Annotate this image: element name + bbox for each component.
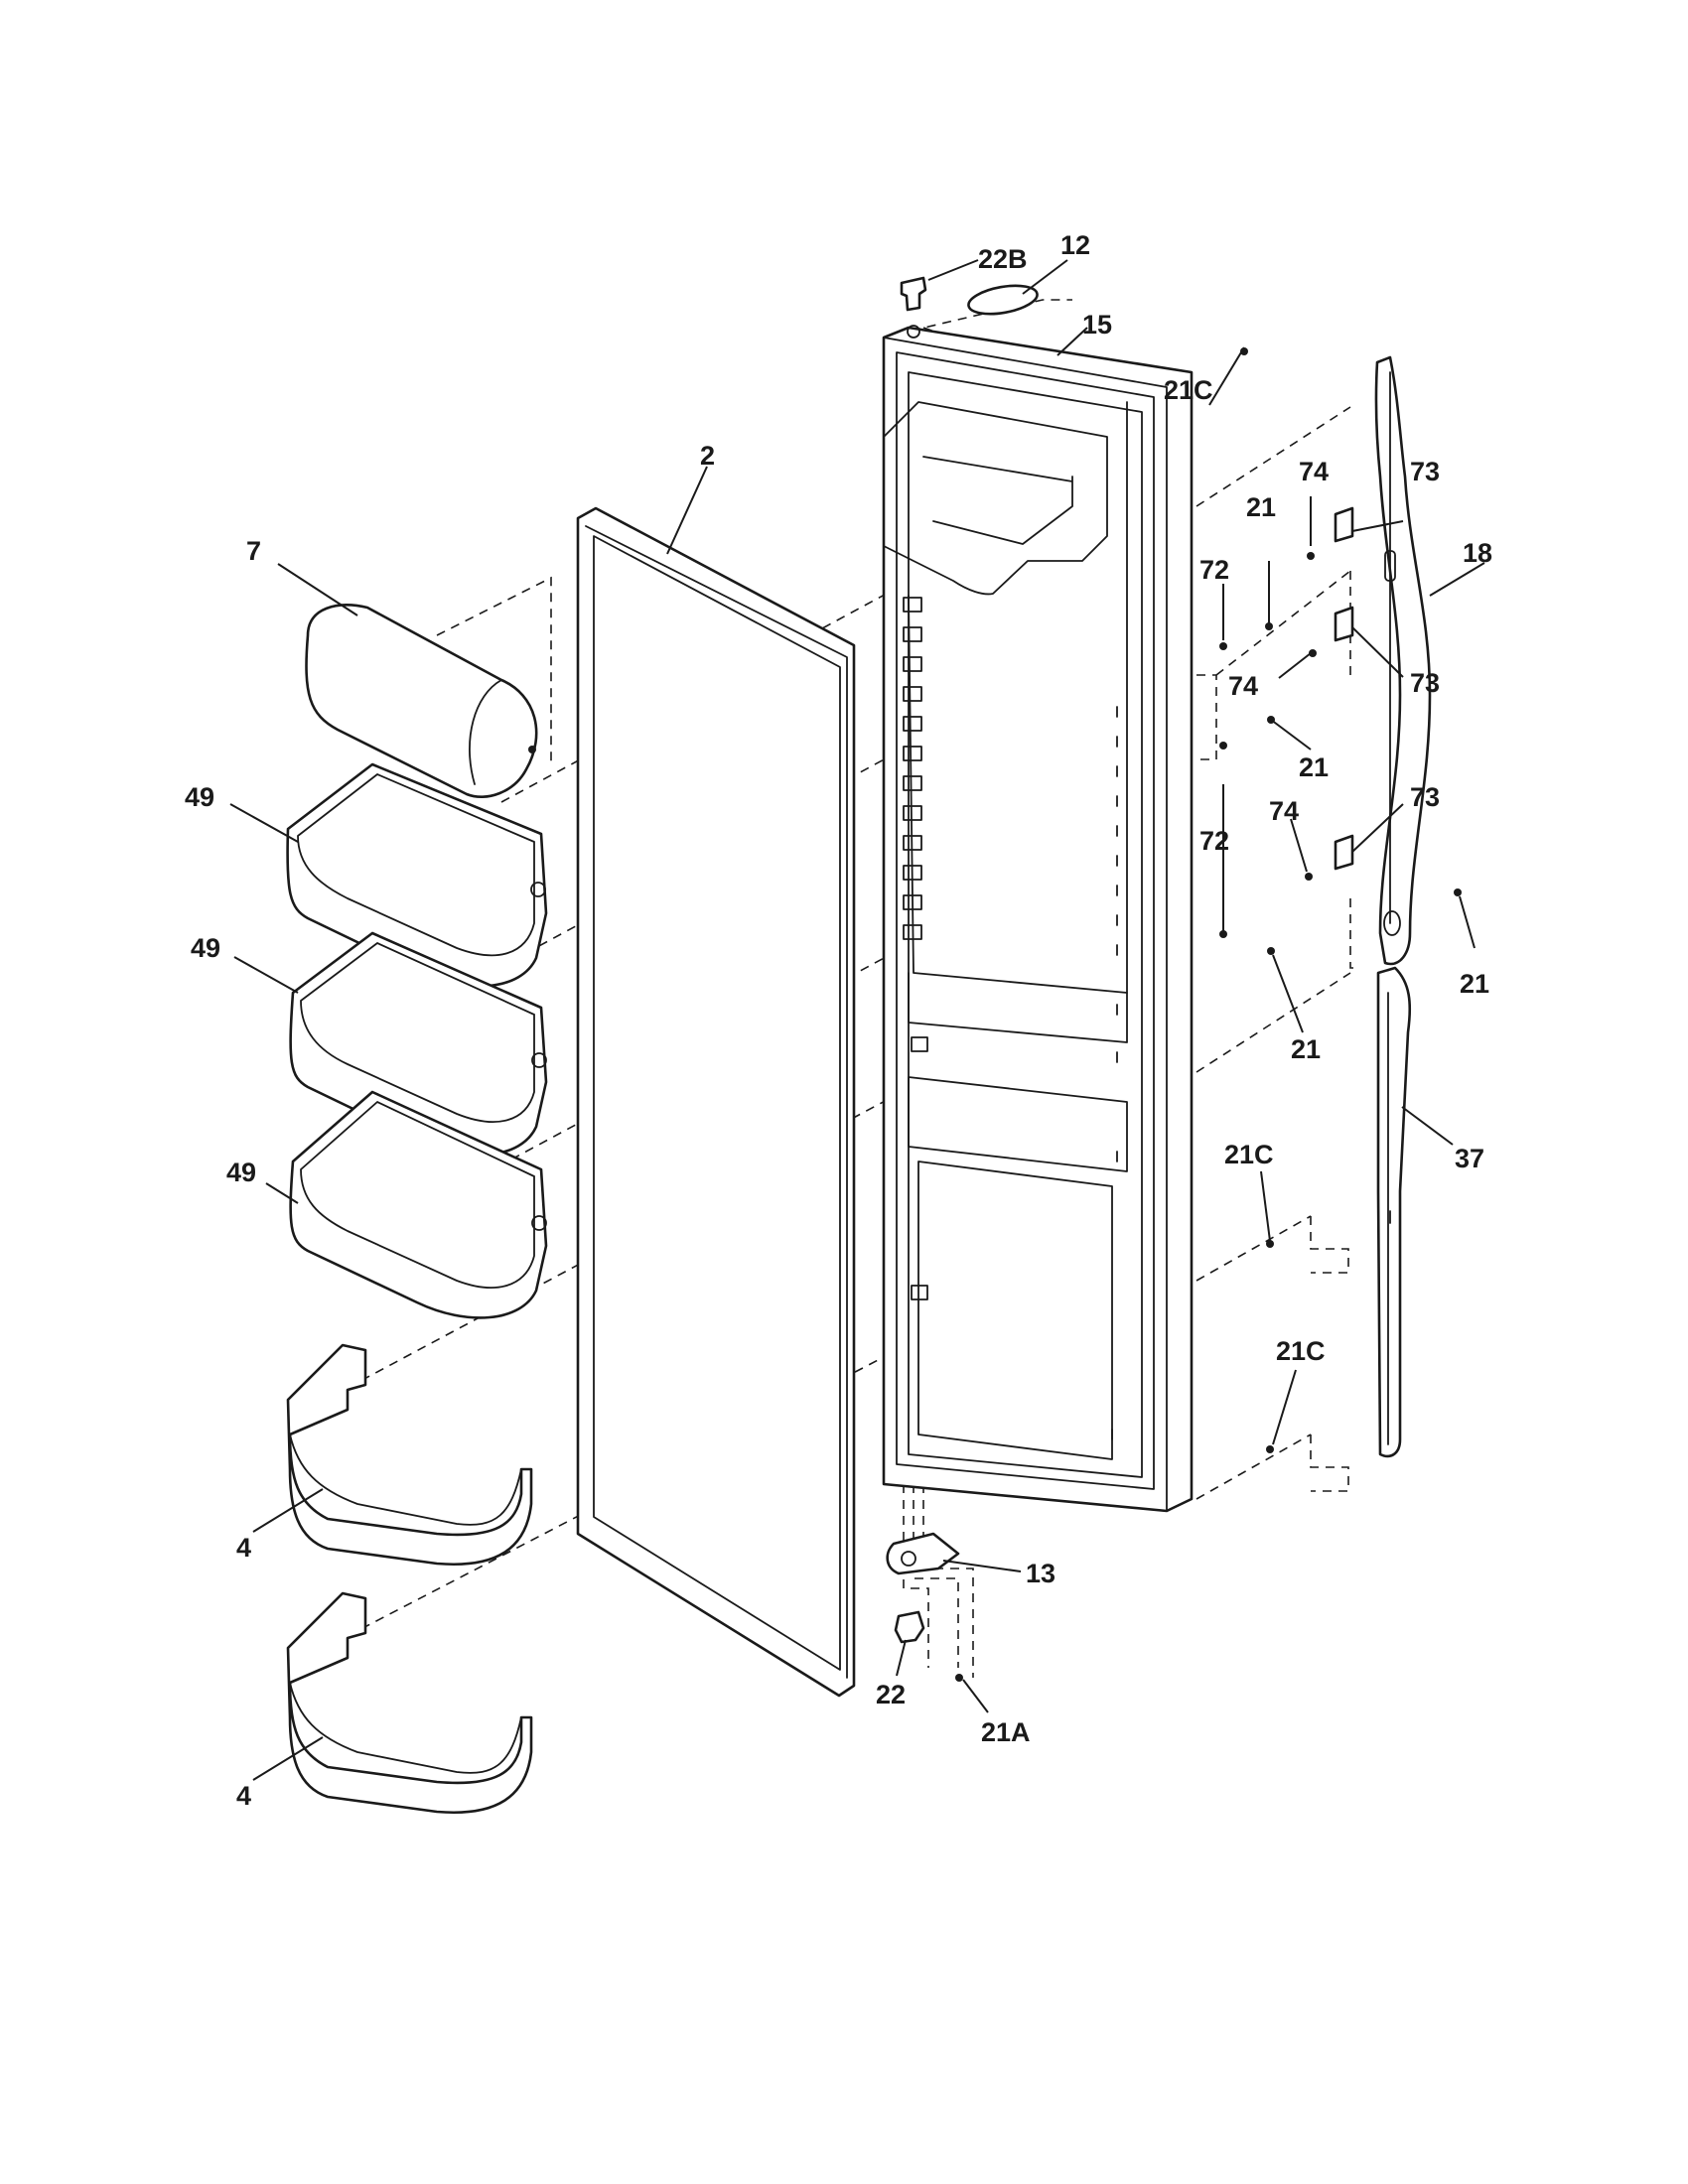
callout-49-c: 49 <box>226 1158 256 1187</box>
callout-4-b: 4 <box>236 1781 251 1811</box>
callout-74-c: 74 <box>1269 796 1299 826</box>
callout-37: 37 <box>1455 1144 1484 1173</box>
door-right-ticks <box>1111 706 1118 1440</box>
part-4-shelf-upper <box>286 1343 533 1567</box>
callout-21-b: 21 <box>1299 752 1329 782</box>
callout-73-c: 73 <box>1410 782 1440 812</box>
callout-7: 7 <box>246 536 261 566</box>
leader-lines <box>229 259 1485 1781</box>
part-22-hinge-pin <box>894 1610 925 1644</box>
callout-73-b: 73 <box>1410 668 1440 698</box>
callout-15: 15 <box>1082 310 1112 340</box>
callout-72-b: 72 <box>1199 826 1229 856</box>
callout-49-b: 49 <box>191 933 220 963</box>
callout-21C-low: 21C <box>1276 1336 1326 1366</box>
callout-labels: 22B 12 15 2 7 21C 74 73 21 18 72 74 73 2… <box>185 230 1492 1811</box>
callout-21-c: 21 <box>1291 1034 1321 1064</box>
part-7-cylinder <box>305 604 538 799</box>
part-12-plate <box>967 284 1039 316</box>
callout-74-b: 74 <box>1228 671 1258 701</box>
callout-21-a: 21 <box>1246 492 1276 522</box>
part-4-shelf-lower <box>286 1591 533 1815</box>
door-top-hole <box>907 325 920 339</box>
callout-2: 2 <box>700 441 715 471</box>
part-22B-plug <box>900 276 927 312</box>
callout-21A: 21A <box>981 1717 1031 1747</box>
callout-12: 12 <box>1060 230 1090 260</box>
callout-22B: 22B <box>978 244 1028 274</box>
callout-18: 18 <box>1463 538 1492 568</box>
callout-21C-top: 21C <box>1164 375 1213 405</box>
part-15-door <box>882 326 1194 1513</box>
screws <box>955 347 1462 1682</box>
callout-73-a: 73 <box>1410 457 1440 486</box>
part-73-brackets <box>1334 506 1354 871</box>
callout-74-a: 74 <box>1299 457 1329 486</box>
part-49-bin-middle <box>289 931 548 1157</box>
part-2-gasket <box>576 506 856 1698</box>
callout-72-a: 72 <box>1199 555 1229 585</box>
callout-49-a: 49 <box>185 782 214 812</box>
part-13-hinge-plate <box>886 1532 960 1575</box>
door-shelf-pegs <box>903 597 928 1300</box>
part-37-trim <box>1376 966 1412 1458</box>
callout-22: 22 <box>876 1680 906 1709</box>
callout-4-a: 4 <box>236 1533 251 1563</box>
part-49-bin-bottom <box>289 1090 548 1319</box>
callout-21C-mid: 21C <box>1224 1140 1274 1169</box>
callout-21-d: 21 <box>1460 969 1489 999</box>
part-18-handle <box>1374 355 1432 966</box>
callout-13: 13 <box>1026 1559 1055 1588</box>
